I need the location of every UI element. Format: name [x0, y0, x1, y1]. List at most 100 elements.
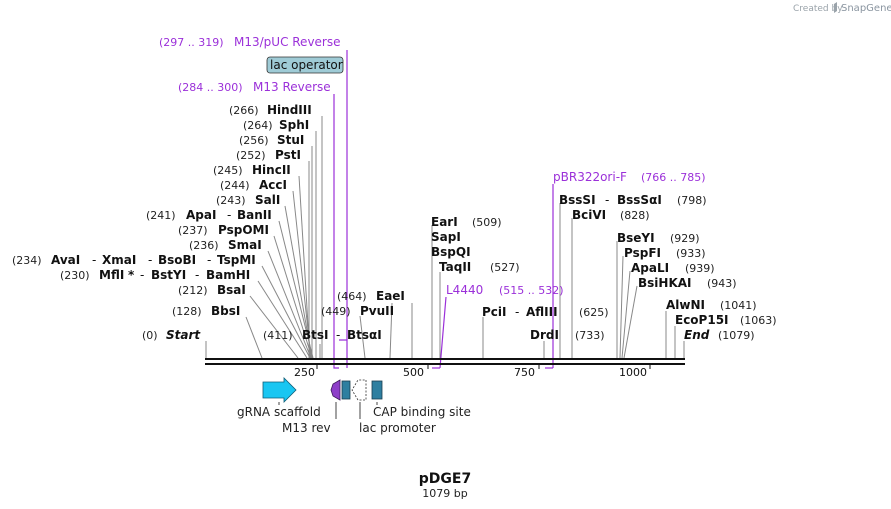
site-apali[interactable]: ApaLI	[631, 261, 669, 275]
site-bbsi[interactable]: BbsI	[211, 304, 240, 318]
site-avai[interactable]: AvaI	[51, 253, 80, 267]
end-pos: (1079)	[718, 329, 755, 342]
site-pos: (798)	[677, 194, 707, 207]
site-pcii[interactable]: PciI	[482, 305, 507, 319]
site-start[interactable]: Start	[166, 328, 201, 342]
feature-lac-promoter[interactable]: lac promoter	[359, 421, 436, 435]
site-btsi[interactable]: BtsI	[302, 328, 329, 342]
site-alwni[interactable]: AlwNI	[666, 298, 705, 312]
primer-l4440-name[interactable]: L4440	[446, 283, 483, 297]
site-drdi[interactable]: DrdI	[530, 328, 559, 342]
site-pspfi[interactable]: PspFI	[624, 246, 661, 260]
site-bcivi[interactable]: BciVI	[572, 208, 606, 222]
site-pos: (244)	[220, 179, 250, 192]
lac-promoter-arrow[interactable]	[351, 379, 367, 401]
feature-m13-rev[interactable]: M13 rev	[282, 421, 331, 435]
site-btsai[interactable]: BtsαI	[347, 328, 382, 342]
primer-pbr322-name[interactable]: pBR322ori-F	[553, 170, 627, 184]
tick-250: 250	[294, 366, 315, 379]
feature-grna-scaffold[interactable]: gRNA scaffold	[237, 405, 321, 419]
site-pos: (243)	[216, 194, 246, 207]
site-star: *	[128, 268, 135, 282]
site-end[interactable]: End	[684, 328, 710, 342]
site-pos: (411)	[263, 329, 293, 342]
site-pos: (939)	[685, 262, 715, 275]
grna-scaffold-arrow[interactable]	[262, 377, 297, 403]
site-acci[interactable]: AccI	[259, 178, 287, 192]
lac-operator-box[interactable]	[266, 56, 344, 74]
site-pos: (1041)	[720, 299, 757, 312]
snapgene-brand: SnapGene	[841, 3, 891, 14]
site-apai[interactable]: ApaI	[186, 208, 216, 222]
site-hindiii[interactable]: HindIII	[267, 103, 312, 117]
site-psti[interactable]: PstI	[275, 148, 301, 162]
backbone	[205, 358, 685, 365]
created-by-label: Created by	[793, 4, 843, 14]
snapgene-logo-icon	[834, 2, 837, 13]
site-pvuii[interactable]: PvuII	[360, 304, 394, 318]
primer-leaders	[333, 50, 554, 369]
site-separator: -	[207, 253, 211, 267]
site-pos: (509)	[472, 216, 502, 229]
site-separator: -	[140, 268, 144, 282]
site-smai[interactable]: SmaI	[228, 238, 262, 252]
site-bsobi[interactable]: BsoBI	[158, 253, 196, 267]
start-pos: (0)	[142, 329, 158, 342]
site-pos: (256)	[239, 134, 269, 147]
site-sphi[interactable]: SphI	[279, 118, 309, 132]
m13-rev-arrow[interactable]	[330, 379, 341, 401]
site-bamhi[interactable]: BamHI	[206, 268, 250, 282]
site-bsai[interactable]: BsaI	[217, 283, 246, 297]
site-separator: -	[227, 208, 231, 222]
primer-l4440-range: (515 .. 532)	[499, 284, 564, 297]
site-pos: (933)	[676, 247, 706, 260]
site-pos: (943)	[707, 277, 737, 290]
site-separator: -	[515, 305, 519, 319]
site-pos: (230)	[60, 269, 90, 282]
site-bseyi[interactable]: BseYI	[617, 231, 655, 245]
site-pos: (266)	[229, 104, 259, 117]
site-bspqi[interactable]: BspQI	[431, 245, 471, 259]
site-pos: (464)	[337, 290, 367, 303]
site-ecop15i[interactable]: EcoP15I	[675, 313, 729, 327]
site-afliii[interactable]: AflIII	[526, 305, 558, 319]
site-separator: -	[605, 193, 609, 207]
site-hincii[interactable]: HincII	[252, 163, 291, 177]
site-stui[interactable]: StuI	[277, 133, 304, 147]
site-tspmi[interactable]: TspMI	[217, 253, 256, 267]
site-eaei[interactable]: EaeI	[376, 289, 405, 303]
tick-1000: 1000	[619, 366, 647, 379]
primer-m13puc-name[interactable]: M13/pUC Reverse	[234, 35, 341, 49]
plasmid-name: pDGE7	[419, 471, 471, 487]
cap-binding-site-block[interactable]	[371, 380, 383, 400]
lac-operator-block[interactable]	[341, 380, 351, 400]
site-bsihkai[interactable]: BsiHKAI	[638, 276, 692, 290]
site-sali[interactable]: SalI	[255, 193, 280, 207]
site-mfli[interactable]: MflI	[99, 268, 124, 282]
site-connectors	[205, 116, 685, 359]
site-sapi[interactable]: SapI	[431, 230, 461, 244]
site-pos: (527)	[490, 261, 520, 274]
site-pspomi[interactable]: PspOMI	[218, 223, 269, 237]
tick-750: 750	[514, 366, 535, 379]
site-separator: -	[148, 253, 152, 267]
site-eari[interactable]: EarI	[431, 215, 458, 229]
backbone-ticks	[316, 364, 651, 369]
feature-cap-binding-site[interactable]: CAP binding site	[373, 405, 471, 419]
site-banii[interactable]: BanII	[237, 208, 272, 222]
site-separator: -	[336, 328, 340, 342]
site-bsssi[interactable]: BssSI	[559, 193, 596, 207]
site-taqii[interactable]: TaqII	[439, 260, 471, 274]
site-xmai[interactable]: XmaI	[102, 253, 136, 267]
site-pos: (264)	[243, 119, 273, 132]
site-pos: (733)	[575, 329, 605, 342]
site-pos: (128)	[172, 305, 202, 318]
site-bssssi[interactable]: BssSαI	[617, 193, 662, 207]
primer-m13rev-name[interactable]: M13 Reverse	[253, 80, 331, 94]
plasmid-length: 1079 bp	[422, 487, 467, 500]
site-pos: (212)	[178, 284, 208, 297]
site-bstyi[interactable]: BstYI	[151, 268, 186, 282]
site-pos: (625)	[579, 306, 609, 319]
site-pos: (252)	[236, 149, 266, 162]
